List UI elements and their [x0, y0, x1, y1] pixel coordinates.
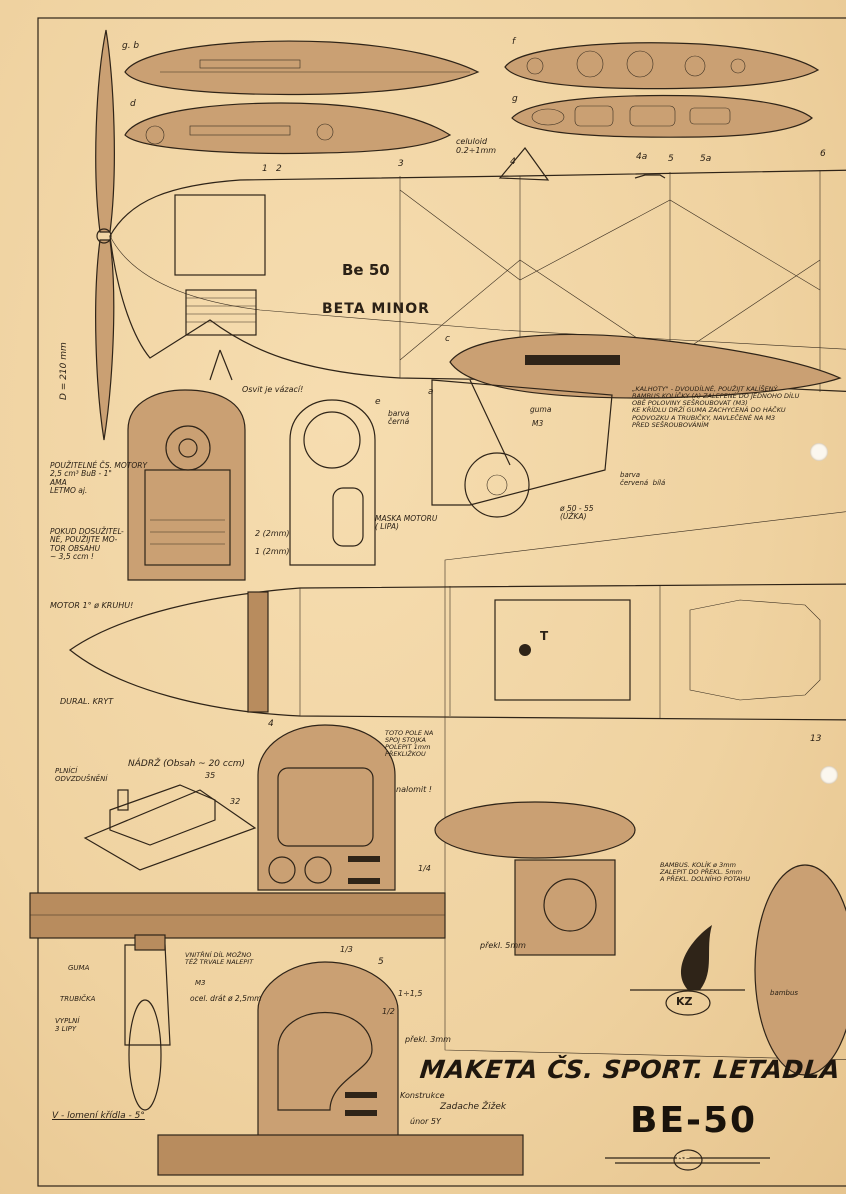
note-engine-mask: MASKA MOTORU ( LIPA): [375, 514, 438, 532]
fuselage-top-view: [68, 583, 846, 721]
note-motor-kruh: MOTOR 1° ø KRUHU!: [50, 601, 134, 610]
note-prekl5: překl. 5mm: [480, 941, 526, 950]
station-5a: 5a: [700, 154, 712, 164]
wing-plan-right: [434, 511, 846, 1076]
label-5: 5: [378, 957, 384, 967]
note-vyplni: VYPLNÍ 3 LIPY: [55, 1017, 80, 1033]
note-trubicka: TRUBIČKA: [60, 995, 96, 1003]
note-wheel: ø 50 - 55 (ÚŽKA): [560, 504, 594, 522]
engine-front-view: [127, 389, 246, 581]
fuselage-lettering-1: Be 50: [342, 261, 390, 279]
rib-profile-gb: [124, 40, 480, 96]
punch-hole-upper: [810, 443, 828, 461]
note-m3: M3: [532, 419, 544, 428]
label-e: e: [375, 397, 381, 407]
sheet-title: MAKETA ČS. SPORT. LETADLA: [418, 1055, 842, 1084]
station-4a: 4a: [636, 152, 648, 162]
note-engine-usable: POUŽITELNÉ ČS. MOTORY 2,5 cm³ BuB - 1" A…: [50, 461, 148, 495]
station-1: 1: [262, 164, 268, 174]
note-nadrz: NÁDRŽ (Obsah ~ 20 ccm): [128, 759, 246, 769]
label-13: 13: [810, 734, 822, 744]
note-engine-other: POKUD DOSUŽITEL- NÉ, POUŽIJTE MO- TOR OB…: [50, 527, 124, 561]
note-bambus-right: bambus: [770, 989, 799, 997]
dim-35: 35: [205, 771, 216, 780]
note-propeller: D = 210 mm: [59, 342, 69, 400]
fuselage-side-view: [109, 147, 846, 518]
kz-logo-icon: [630, 925, 745, 1016]
note-nose-cone: Osvit je vázací!: [242, 385, 304, 394]
dim-14: 1/4: [418, 864, 431, 873]
note-nalomit: nalomit !: [396, 785, 432, 794]
label-c: c: [445, 334, 450, 344]
label-d: d: [130, 99, 136, 109]
propeller: [95, 29, 115, 441]
logo-letters: KZ: [676, 995, 693, 1008]
note-toto-pole: TOTO POLE NA SPOJ STOJKA POLEPIT 1mm PŘE…: [385, 729, 434, 759]
fuel-tank: [83, 784, 257, 871]
station-2: 2: [276, 164, 282, 174]
note-dural-kryt: DURAL. KRYT: [60, 697, 114, 706]
engine-mask: [289, 399, 376, 566]
station-4: 4: [510, 157, 516, 167]
label-T: T: [540, 629, 549, 643]
note-engine-2: 2 (2mm): [255, 529, 290, 538]
rib-profile-d: [124, 102, 452, 155]
sheet-border: [37, 17, 846, 1187]
punch-hole-lower: [820, 766, 838, 784]
label-gb: g. b: [122, 41, 140, 51]
landing-gear-leg: [124, 934, 171, 1111]
designer-line1: Konstrukce: [400, 1091, 445, 1100]
fuselage-lettering-2: BETA MINOR: [322, 301, 430, 317]
dim-32: 32: [230, 797, 241, 806]
note-kalhoty: „KALHOTY" - DVOUDÍLNÉ, POUŽIJT KALÍŠENÝ …: [632, 385, 800, 429]
model-name: BE-50: [630, 1100, 758, 1141]
note-color-black: barva černá: [388, 409, 410, 427]
designer-line3: únor 5Y: [410, 1117, 441, 1126]
wing-lower-frame: [157, 961, 524, 1176]
designer-line2: Zadache Žižek: [440, 1102, 507, 1112]
note-prekl3: překl. 3mm: [405, 1035, 451, 1044]
note-engine-1: 1 (2mm): [255, 547, 290, 556]
be-badge-icon: [605, 1149, 770, 1171]
note-barva-spodni: barva červená bílá: [620, 471, 666, 487]
label-g: g: [512, 94, 518, 104]
note-bambus: BAMBUS. KOLÍK ø 3mm ZALEPIT DO PŘEKL. 5m…: [660, 861, 751, 884]
label-4: 4: [268, 719, 274, 729]
note-guma: guma: [530, 405, 552, 414]
station-5: 5: [668, 154, 674, 164]
wing-center-frame: [29, 724, 446, 939]
dim-13: 1/3: [340, 945, 353, 954]
station-3: 3: [398, 159, 404, 169]
note-v-lomeni: V - lomení křídla - 5°: [52, 1111, 145, 1121]
label-a: a: [428, 387, 434, 397]
note-guma-left: GUMA: [68, 964, 90, 972]
note-celuloid: celuloid 0.2÷1mm: [456, 137, 497, 155]
note-m3-left: M3: [195, 979, 206, 987]
badge-letters: BE: [676, 1153, 691, 1164]
dim-15: 1÷1,5: [398, 989, 423, 998]
station-6: 6: [820, 149, 826, 159]
dim-12: 1/2: [382, 1007, 395, 1016]
rib-profile-g: [511, 94, 813, 138]
label-f: f: [512, 37, 516, 47]
note-plnici: PLNÍCÍ ODVZDUŠNĚNÍ: [55, 767, 108, 783]
note-ocel: ocel. drát ø 2,5mm: [190, 994, 262, 1003]
rib-profile-f: [504, 42, 820, 90]
note-vnitrni: VNITŘNÍ DÍL MOŽNO TÉŽ TRVALE NALEPIT: [185, 951, 254, 967]
